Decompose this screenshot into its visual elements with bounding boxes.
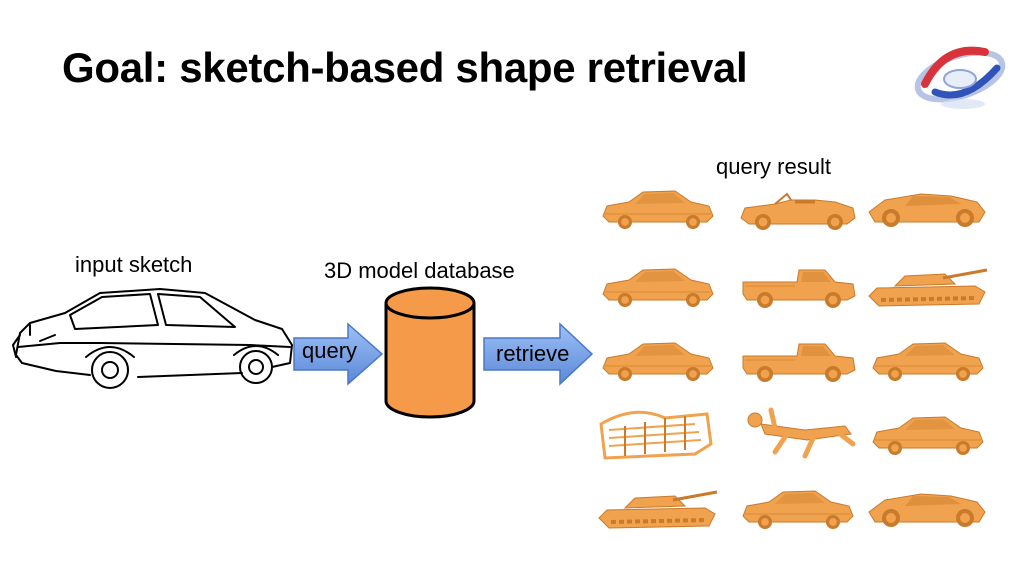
sedan-model-thumbnail [865,404,990,466]
sports-car-model-thumbnail [865,478,990,540]
pickup-truck-model-thumbnail [735,256,860,318]
retrieve-arrow-label: retrieve [496,341,570,366]
tank-model-thumbnail [865,256,990,318]
sedan-model-thumbnail [595,330,720,392]
pickup-truck-model-thumbnail [735,330,860,392]
tank-model-thumbnail [595,478,720,540]
logo-icon [905,34,1015,119]
query-arrow [292,322,384,391]
sedan-model-thumbnail [595,256,720,318]
slide-title: Goal: sketch-based shape retrieval [62,44,748,91]
database-label: 3D model database [324,258,515,283]
human-figure-model-thumbnail [735,404,860,466]
sedan-model-thumbnail [865,330,990,392]
query-result-label: query result [716,154,831,179]
database-cylinder-icon [382,285,478,426]
sedan-model-thumbnail [735,478,860,540]
query-result-grid [595,178,1000,548]
input-sketch-label: input sketch [75,252,193,277]
input-sketch-drawing [10,285,300,400]
bench-model-thumbnail [595,404,720,466]
convertible-sports-car-model-thumbnail [735,178,860,240]
sedan-model-thumbnail [595,178,720,240]
retrieve-arrow [482,322,594,391]
query-arrow-label: query [302,338,358,363]
sports-car-model-thumbnail [865,178,990,240]
